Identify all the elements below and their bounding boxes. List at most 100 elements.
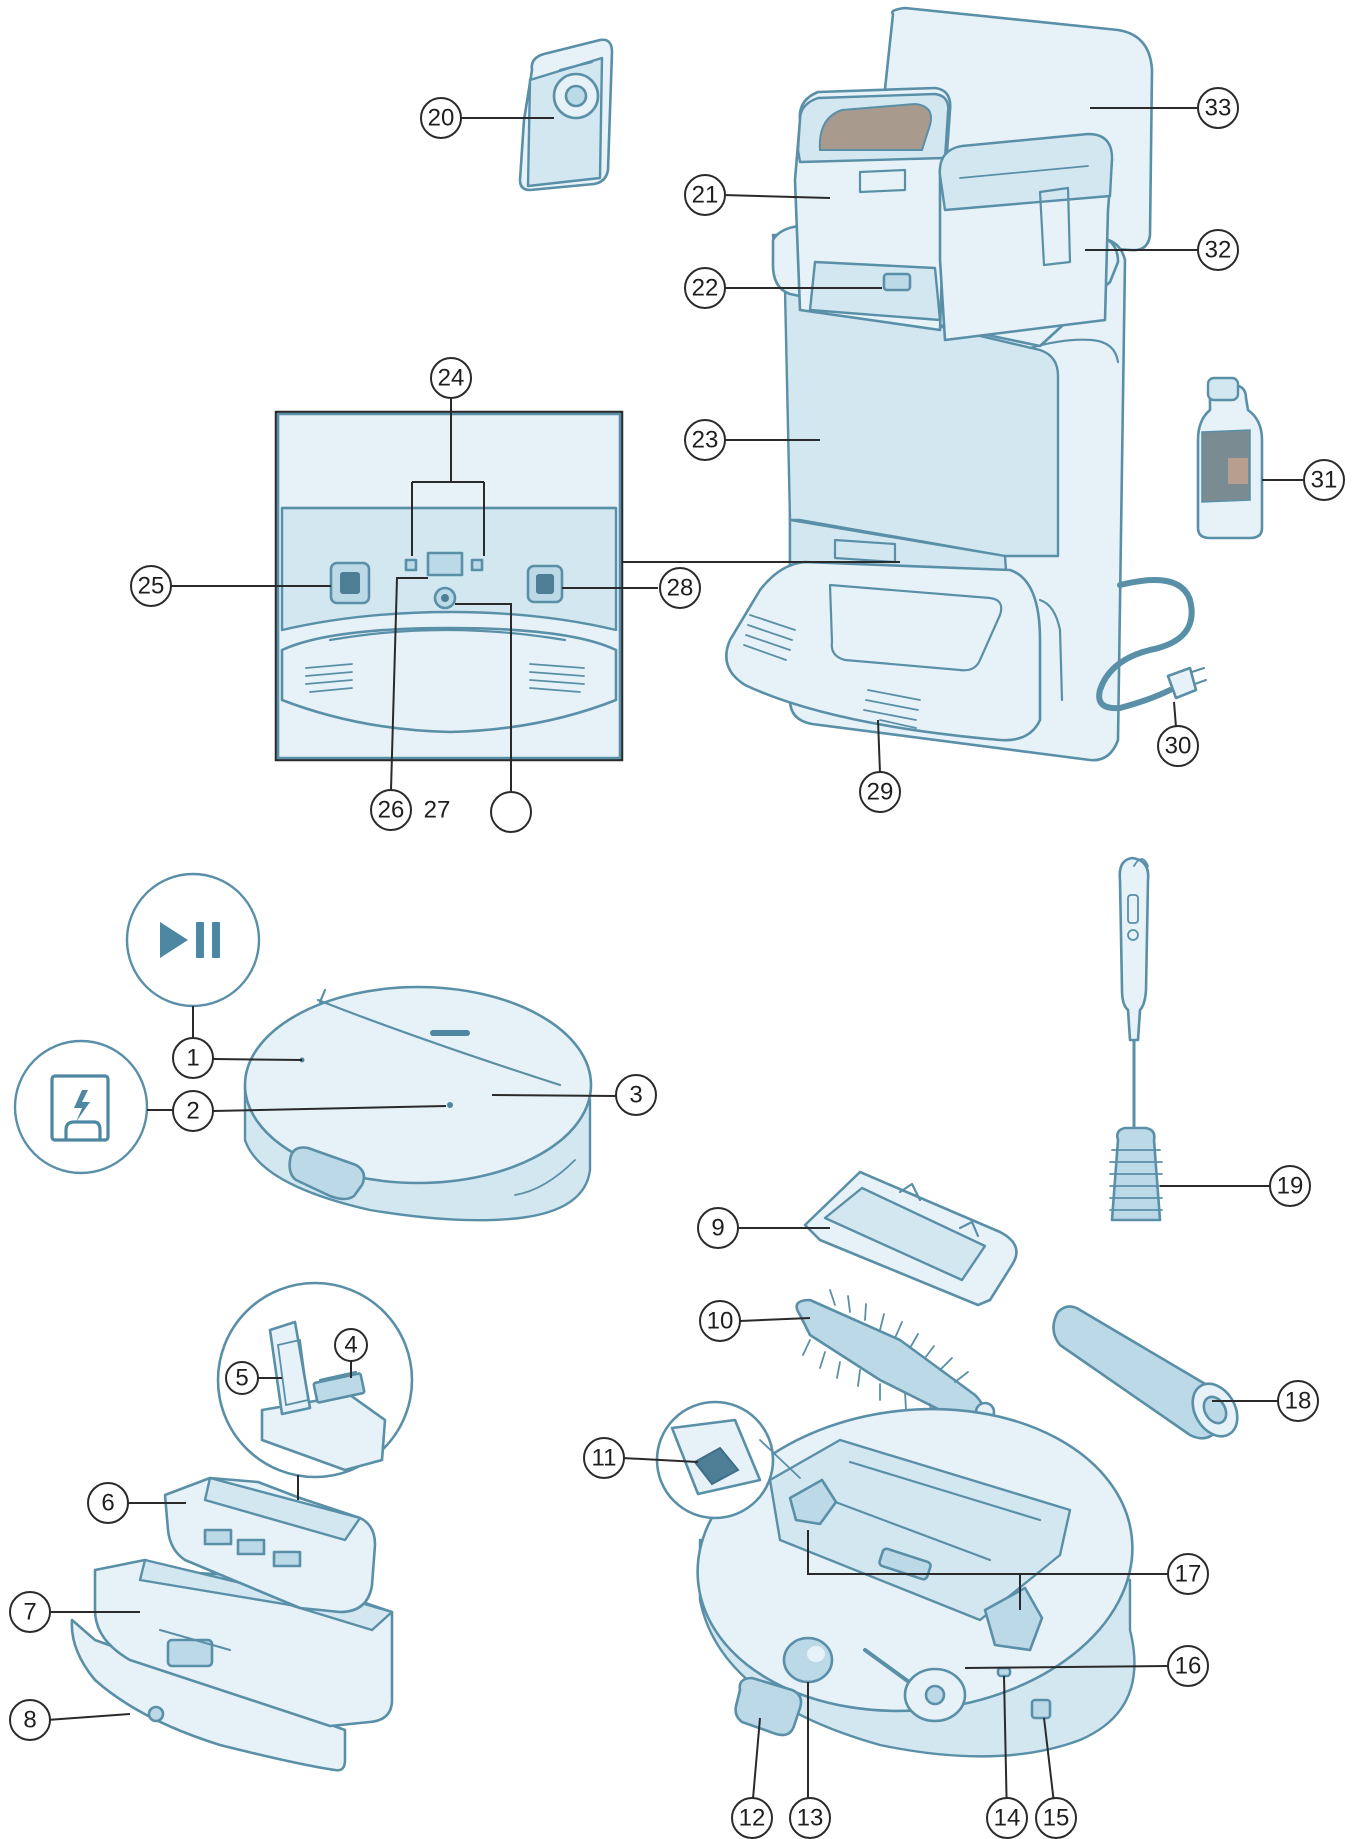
brush-gear-right	[983, 1586, 1044, 1652]
ramp-vent	[743, 614, 921, 729]
charging-contact-left	[404, 558, 418, 572]
callout-label: 2	[186, 1098, 199, 1125]
main-roller-brush	[795, 1289, 996, 1425]
callout-8: 8	[9, 1699, 51, 1741]
callout-ring	[172, 1090, 214, 1132]
callout-13: 13	[789, 1797, 831, 1839]
callout-label: 11	[592, 1445, 617, 1472]
callout-30: 30	[1157, 725, 1199, 767]
callout-ring	[1035, 1797, 1077, 1839]
callout-ring	[1269, 1165, 1311, 1207]
caster-wheel	[782, 1636, 834, 1684]
callout-label: 17	[1175, 1561, 1202, 1588]
callout-empty	[490, 791, 532, 833]
callout-label: 23	[692, 427, 719, 454]
callout-label: 9	[711, 1215, 724, 1242]
callout-ring	[1197, 87, 1239, 129]
callout-ring	[684, 419, 726, 461]
callout-25: 25	[130, 565, 172, 607]
callout-ring	[430, 357, 472, 399]
callout-label: 24	[438, 365, 465, 392]
callout-label: 30	[1165, 733, 1192, 760]
dock-closeup-panel	[274, 410, 624, 762]
charging-slot	[734, 1676, 803, 1737]
dustbin-water-tank-assembly	[70, 1281, 414, 1772]
callout-33: 33	[1197, 87, 1239, 129]
callout-ring	[615, 1074, 657, 1116]
callout-ring	[583, 1437, 625, 1479]
callout-7: 7	[9, 1591, 51, 1633]
callout-label: 10	[707, 1308, 734, 1335]
cleaning-brush-tool	[1109, 856, 1163, 1222]
callout-label: 22	[692, 275, 719, 302]
callout-ring	[9, 1591, 51, 1633]
callout-label: 18	[1285, 1388, 1312, 1415]
robot-front-opening	[288, 1146, 366, 1201]
callout-ring	[490, 791, 532, 833]
callout-label: 3	[629, 1082, 642, 1109]
tank-cavity	[808, 260, 942, 322]
brush-gear-left	[788, 1478, 838, 1526]
callout-label: 31	[1311, 467, 1338, 494]
callout-ring	[1277, 1380, 1319, 1422]
callout-ring	[1167, 1553, 1209, 1595]
callout-2: 2	[172, 1090, 214, 1132]
callout-ring	[859, 771, 901, 813]
robot-center-seam	[316, 998, 562, 1087]
callout-15: 15	[1035, 1797, 1077, 1839]
callout-28: 28	[659, 567, 701, 609]
callout-label: 27	[424, 797, 451, 824]
callout-label: 19	[1277, 1173, 1304, 1200]
callout-label: 20	[428, 105, 455, 132]
callout-11: 11	[583, 1437, 625, 1479]
callout-ring	[334, 1328, 368, 1362]
callout-label: 21	[692, 182, 719, 209]
callout-9: 9	[697, 1207, 739, 1249]
callout-21: 21	[684, 174, 726, 216]
callout-12: 12	[731, 1797, 773, 1839]
callout-17: 17	[1167, 1553, 1209, 1595]
callout-label: 8	[23, 1707, 36, 1734]
callout-label: 6	[101, 1490, 114, 1517]
callout-ring	[9, 1699, 51, 1741]
charging-contact-right	[470, 558, 484, 572]
callout-19: 19	[1269, 1165, 1311, 1207]
callout-14: 14	[986, 1797, 1028, 1839]
callout-27: 27	[424, 797, 451, 824]
callout-ring	[1167, 1645, 1209, 1687]
callout-10: 10	[699, 1300, 741, 1342]
callout-label: 1	[186, 1045, 199, 1072]
dust-bag	[518, 38, 614, 192]
callout-label: 16	[1175, 1653, 1202, 1680]
callout-18: 18	[1277, 1380, 1319, 1422]
callout-ring	[1157, 725, 1199, 767]
callout-label: 33	[1205, 95, 1232, 122]
callout-29: 29	[859, 771, 901, 813]
callout-ring	[172, 1037, 214, 1079]
charging-contact-block	[426, 551, 464, 577]
callout-label: 4	[344, 1332, 357, 1359]
callout-ring	[87, 1482, 129, 1524]
callout-22: 22	[684, 267, 726, 309]
callout-ring	[370, 789, 412, 831]
callout-3: 3	[615, 1074, 657, 1116]
play-pause-icon	[125, 872, 261, 1008]
callout-ring	[699, 1300, 741, 1342]
callout-ring	[130, 565, 172, 607]
callout-label: 13	[797, 1805, 824, 1832]
leader-lines	[46, 107, 1304, 1821]
callout-ring	[986, 1797, 1028, 1839]
robot-bottom-view	[655, 1400, 1136, 1758]
floor-sensor	[1030, 1698, 1052, 1720]
brush-cover	[803, 1170, 1018, 1307]
callout-label: 32	[1205, 237, 1232, 264]
callout-23: 23	[684, 419, 726, 461]
callout-ring	[1303, 459, 1345, 501]
callout-label: 26	[378, 797, 405, 824]
callout-4: 4	[334, 1328, 368, 1362]
callout-16: 16	[1167, 1645, 1209, 1687]
callout-label: 5	[235, 1365, 248, 1392]
callout-1: 1	[172, 1037, 214, 1079]
cliff-sensor	[996, 1666, 1012, 1678]
